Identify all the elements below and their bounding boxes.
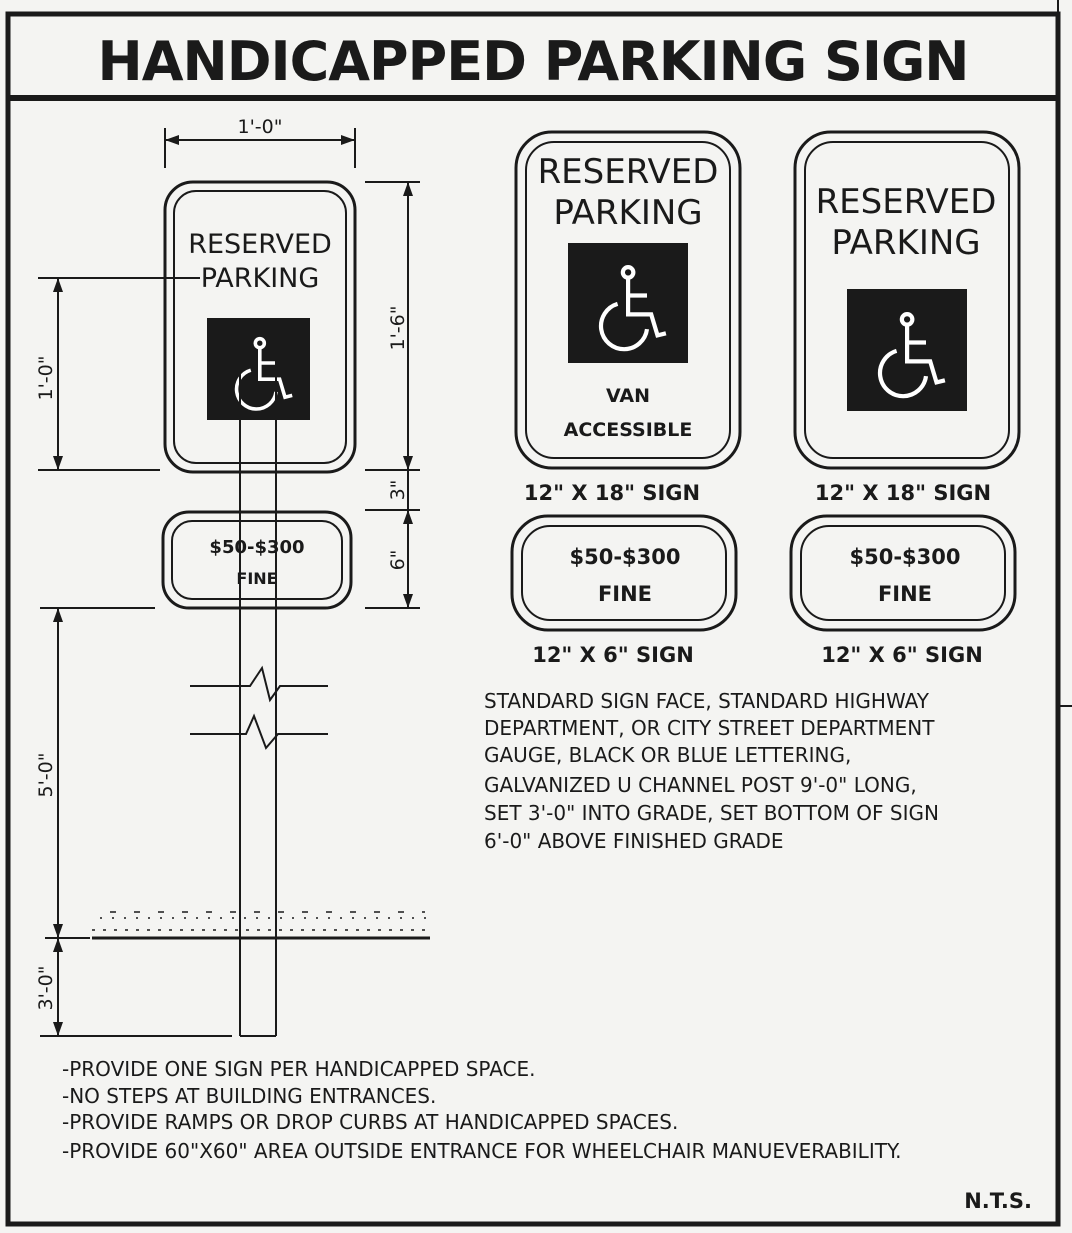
van-fine-sign bbox=[510, 514, 738, 632]
std-fine-line2: FINE bbox=[878, 582, 932, 606]
spec-line: GAUGE, BLACK OR BLUE LETTERING, bbox=[484, 743, 851, 767]
dim-gap: 3" bbox=[387, 480, 409, 501]
left-sign-elevation: 1'-0" RESERVED PARKING 1'-0" 1'-6" 3" 6"… bbox=[35, 116, 430, 1037]
std-fine-sign bbox=[789, 514, 1017, 632]
van-sign-line3: VAN bbox=[606, 385, 650, 407]
dim-sign-height: 1'-6" bbox=[387, 306, 409, 351]
dim-fine-height: 6" bbox=[387, 550, 409, 571]
spec-line: STANDARD SIGN FACE, STANDARD HIGHWAY bbox=[484, 689, 930, 713]
van-sign-line1: RESERVED bbox=[538, 152, 719, 192]
std-fine-line1: $50-$300 bbox=[850, 545, 961, 569]
break-line-bottom bbox=[190, 713, 328, 750]
spec-line: SET 3'-0" INTO GRADE, SET BOTTOM OF SIGN bbox=[484, 801, 939, 825]
van-main-sign bbox=[514, 130, 742, 470]
std-fine-size-label: 12" X 6" SIGN bbox=[821, 643, 983, 667]
van-fine-line2: FINE bbox=[598, 582, 652, 606]
note-line: -PROVIDE 60"X60" AREA OUTSIDE ENTRANCE F… bbox=[62, 1139, 901, 1163]
van-accessible-sign-group: RESERVED PARKING VAN ACCESSIBLE 12" X 18… bbox=[510, 130, 742, 667]
dim-post-above: 5'-0" bbox=[35, 753, 57, 798]
dim-symbol-height: 1'-0" bbox=[35, 356, 57, 401]
left-fine-sign bbox=[161, 510, 353, 610]
std-size-label: 12" X 18" SIGN bbox=[815, 481, 991, 505]
std-main-sign bbox=[793, 130, 1021, 470]
page-title: HANDICAPPED PARKING SIGN bbox=[98, 30, 969, 93]
van-sign-line2: PARKING bbox=[553, 193, 702, 233]
std-sign-line1: RESERVED bbox=[816, 182, 997, 222]
note-line: -NO STEPS AT BUILDING ENTRANCES. bbox=[62, 1084, 436, 1108]
van-fine-line1: $50-$300 bbox=[570, 545, 681, 569]
break-line-top bbox=[190, 665, 328, 703]
dim-post-below: 3'-0" bbox=[35, 966, 57, 1011]
note-line: -PROVIDE ONE SIGN PER HANDICAPPED SPACE. bbox=[62, 1057, 536, 1081]
scale-note: N.T.S. bbox=[964, 1189, 1032, 1213]
note-line: -PROVIDE RAMPS OR DROP CURBS AT HANDICAP… bbox=[62, 1110, 678, 1134]
van-sign-line4: ACCESSIBLE bbox=[564, 419, 693, 441]
std-sign-line2: PARKING bbox=[831, 223, 980, 263]
dim-sign-width: 1'-0" bbox=[238, 116, 283, 138]
outer-frame bbox=[5, 11, 1061, 1227]
left-sign-line1: RESERVED bbox=[188, 229, 332, 260]
general-notes: -PROVIDE ONE SIGN PER HANDICAPPED SPACE.… bbox=[62, 1057, 901, 1163]
van-fine-size-label: 12" X 6" SIGN bbox=[532, 643, 694, 667]
spec-line: GALVANIZED U CHANNEL POST 9'-0" LONG, bbox=[484, 773, 917, 797]
van-size-label: 12" X 18" SIGN bbox=[524, 481, 700, 505]
spec-line: DEPARTMENT, OR CITY STREET DEPARTMENT bbox=[484, 716, 935, 740]
specification-text: STANDARD SIGN FACE, STANDARD HIGHWAY DEP… bbox=[484, 689, 939, 853]
left-fine-line2: FINE bbox=[236, 569, 277, 588]
spec-line: 6'-0" ABOVE FINISHED GRADE bbox=[484, 829, 784, 853]
left-sign-line2: PARKING bbox=[201, 263, 320, 294]
left-fine-line1: $50-$300 bbox=[209, 537, 304, 558]
standard-sign-group: RESERVED PARKING 12" X 18" SIGN $50-$300… bbox=[789, 130, 1021, 667]
left-main-sign bbox=[163, 180, 357, 474]
